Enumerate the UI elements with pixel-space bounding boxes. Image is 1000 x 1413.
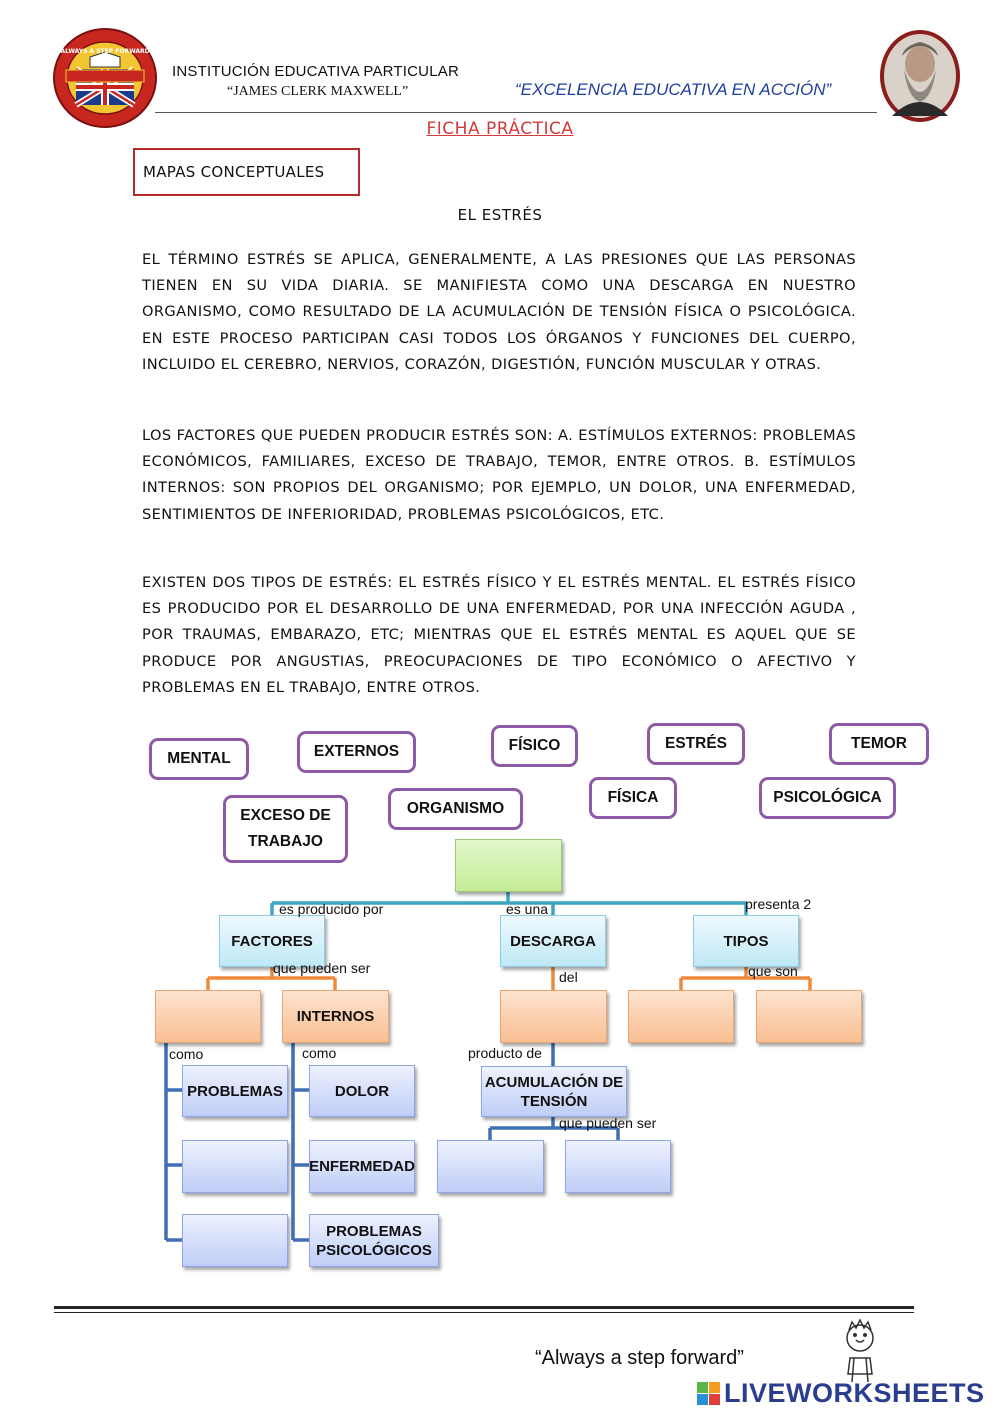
thinking-boy-illustration: [832, 1318, 890, 1386]
logo-banner-text: ALWAYS A STEP FORWARD: [60, 48, 150, 55]
map-blank-tipo-2[interactable]: [756, 990, 862, 1043]
topic-heading: EL ESTRÉS: [457, 206, 543, 224]
map-node-dolor: DOLOR: [309, 1065, 415, 1117]
map-blank-externo-3[interactable]: [182, 1214, 288, 1267]
map-blank-externos[interactable]: [155, 990, 261, 1043]
footer-quote: “Always a step forward”: [535, 1347, 744, 1369]
word-chip-mental[interactable]: MENTAL: [149, 738, 249, 780]
map-node-problemas-psico-line2: PSICOLÓGICOS: [316, 1241, 432, 1259]
map-blank-tension-2[interactable]: [565, 1140, 671, 1193]
word-chip-exceso-line1: EXCESO DE: [240, 807, 331, 824]
liveworksheets-logo: LIVEWORKSHEETS: [724, 1378, 985, 1408]
school-motto: “EXCELENCIA EDUCATIVA EN ACCIÓN”: [515, 80, 832, 99]
worksheet-title: FICHA PRÁCTICA: [426, 119, 574, 139]
section-label: MAPAS CONCEPTUALES: [143, 163, 325, 181]
map-blank-organismo[interactable]: [500, 990, 607, 1043]
connector-label-del: del: [559, 969, 578, 985]
word-chip-exceso-line2: TRABAJO: [248, 833, 323, 850]
connector-label-que-pueden-ser: que pueden ser: [273, 960, 371, 976]
word-chip-estres[interactable]: ESTRÉS: [647, 723, 745, 765]
connector-label-como-left: como: [169, 1046, 204, 1062]
word-chip-fisica[interactable]: FÍSICA: [589, 777, 677, 819]
school-name-line1: INSTITUCIÓN EDUCATIVA PARTICULAR: [172, 63, 459, 80]
school-name-line2: “JAMES CLERK MAXWELL”: [227, 84, 409, 99]
section-label-box: [133, 148, 360, 196]
map-node-acumulacion-line1: ACUMULACIÓN DE: [484, 1073, 624, 1091]
paragraph-1: El término estrés se aplica, generalment…: [142, 251, 856, 373]
map-node-descarga: DESCARGA: [500, 915, 606, 967]
connector-label-como-right: como: [302, 1045, 337, 1061]
map-node-problemas-psico-line1: PROBLEMAS: [326, 1222, 422, 1240]
footer-divider-thick: [54, 1306, 914, 1309]
map-blank-tension-1[interactable]: [437, 1140, 544, 1193]
orange-connector-lines: [206, 967, 812, 990]
map-node-tipos: TIPOS: [693, 915, 799, 967]
word-chip-psicologica[interactable]: PSICOLÓGICA: [759, 777, 896, 819]
school-crest-logo: [52, 27, 158, 129]
word-chip-organismo[interactable]: ORGANISMO: [388, 788, 523, 830]
connector-label-que-pueden-ser-2: que pueden ser: [559, 1115, 657, 1131]
map-node-problemas-psicologicos: PROBLEMAS PSICOLÓGICOS: [309, 1214, 439, 1267]
header-divider: [155, 112, 877, 113]
footer-divider-thin: [54, 1312, 914, 1313]
maxwell-portrait-image: [878, 28, 962, 124]
map-node-internos: INTERNOS: [282, 990, 389, 1043]
map-blank-tipo-1[interactable]: [628, 990, 734, 1043]
connector-label-producto-de: producto de: [468, 1045, 542, 1061]
word-chip-temor[interactable]: TEMOR: [829, 723, 929, 765]
connector-label-presenta-2: presenta 2: [745, 896, 812, 912]
connector-label-es-producido-por: es producido por: [279, 901, 384, 917]
connector-label-es-una: es una: [506, 901, 549, 917]
liveworksheets-badge-icon: [697, 1382, 721, 1406]
map-node-problemas: PROBLEMAS: [182, 1065, 288, 1117]
word-chip-exceso-de-trabajo[interactable]: EXCESO DE TRABAJO: [223, 795, 348, 863]
map-root-blank[interactable]: [455, 839, 562, 892]
word-chip-externos[interactable]: EXTERNOS: [297, 731, 416, 773]
teal-connector-lines: [270, 892, 748, 915]
connector-label-que-son: que son: [748, 963, 798, 979]
blue-connector-lines: [164, 1043, 620, 1242]
map-node-factores: FACTORES: [219, 915, 325, 967]
paragraph-2: Los factores que pueden producir estrés …: [142, 427, 856, 523]
map-node-acumulacion-line2: TENSIÓN: [520, 1092, 588, 1110]
paragraph-3: Existen dos tipos de estrés: el estrés f…: [142, 574, 856, 696]
map-node-enfermedad: ENFERMEDAD: [309, 1140, 415, 1193]
word-chip-fisico[interactable]: FÍSICO: [491, 725, 578, 767]
map-blank-externo-2[interactable]: [182, 1140, 288, 1193]
map-node-acumulacion-de-tension: ACUMULACIÓN DE TENSIÓN: [481, 1066, 627, 1117]
